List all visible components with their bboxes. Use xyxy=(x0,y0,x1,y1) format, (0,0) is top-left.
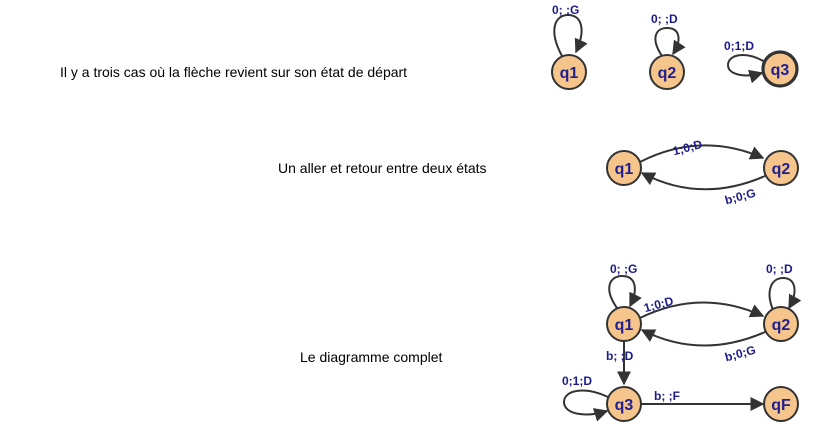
example-complete-diagram: 0; ;G 0; ;D 1;0;D b;0;G b; ;D 0;1;D b; ;… xyxy=(562,262,802,422)
svg-text:q2: q2 xyxy=(772,317,791,334)
svg-text:q3: q3 xyxy=(615,397,634,414)
loop-edge-q3 xyxy=(726,54,766,84)
loop-edge-q2 xyxy=(768,276,802,311)
state-q3-final: q3 xyxy=(761,50,799,88)
edge-label-q3-to-qF: b; ;F xyxy=(654,389,680,403)
edge-label-q2-to-q1: b;0;G xyxy=(723,186,757,208)
svg-text:q1: q1 xyxy=(615,317,634,334)
caption-complete: Le diagramme complet xyxy=(300,349,443,365)
state-q2: q2 xyxy=(763,150,799,186)
edge-q1-to-q2 xyxy=(639,144,765,163)
example-round-trip: 1;0;D b;0;G q1 q2 xyxy=(606,137,799,208)
svg-text:q2: q2 xyxy=(772,161,791,178)
svg-text:q2: q2 xyxy=(658,65,677,82)
state-qF: qF xyxy=(763,386,799,422)
example-self-loops: 0; ;G q1 0; ;D q2 0;1;D q3 xyxy=(551,3,799,90)
svg-text:q1: q1 xyxy=(615,161,634,178)
svg-text:q1: q1 xyxy=(560,65,579,82)
caption-round-trip: Un aller et retour entre deux états xyxy=(278,160,487,176)
edge-label-q1-to-q2: 1;0;D xyxy=(642,294,675,315)
state-q1: q1 xyxy=(551,54,587,90)
state-q3: q3 xyxy=(606,386,642,422)
edge-label-q1-to-q3: b; ;D xyxy=(606,349,634,363)
loop-edge-q1 xyxy=(608,274,642,309)
state-q1: q1 xyxy=(606,150,642,186)
edge-q1-to-q2 xyxy=(639,301,765,319)
loop-edge-q2 xyxy=(654,26,686,57)
loop-edge-q3 xyxy=(562,389,609,422)
edge-label-loop-q1: 0; ;G xyxy=(552,3,579,17)
edge-label-loop-q1: 0; ;G xyxy=(610,262,637,276)
state-q2: q2 xyxy=(763,306,799,342)
edge-q2-to-q1 xyxy=(640,172,766,191)
edge-label-q2-to-q1: b;0;G xyxy=(723,343,757,365)
loop-edge-q1 xyxy=(553,13,588,57)
edge-label-loop-q2: 0; ;D xyxy=(651,12,678,26)
state-q2: q2 xyxy=(649,54,685,90)
edge-q2-to-q1 xyxy=(640,329,766,347)
svg-text:q3: q3 xyxy=(771,62,790,79)
edge-label-q1-to-q2: 1;0;D xyxy=(671,137,704,158)
state-q1: q1 xyxy=(606,306,642,342)
edge-label-loop-q3: 0;1;D xyxy=(562,374,592,388)
caption-loops: Il y a trois cas où la flèche revient su… xyxy=(60,64,408,80)
edge-label-loop-q3: 0;1;D xyxy=(724,39,754,53)
edge-label-loop-q2: 0; ;D xyxy=(766,262,793,276)
svg-text:qF: qF xyxy=(771,397,791,414)
